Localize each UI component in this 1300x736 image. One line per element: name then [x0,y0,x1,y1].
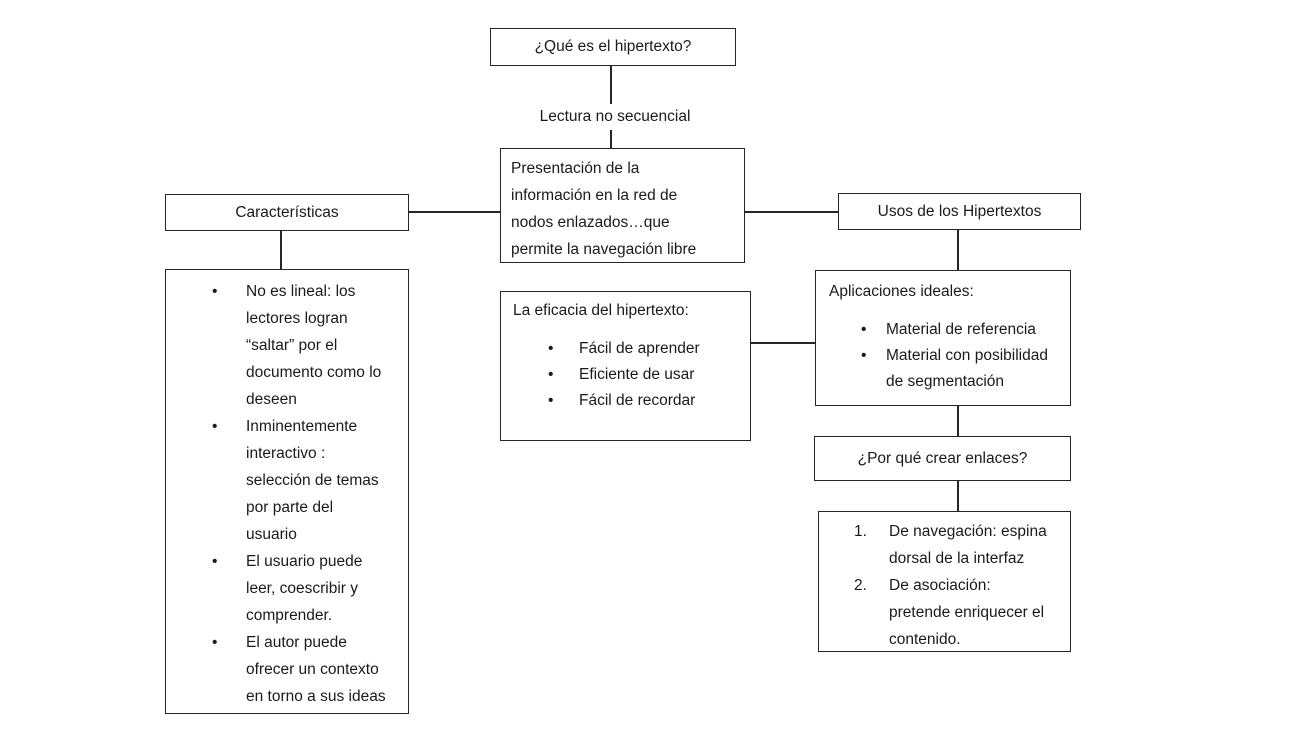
eficacia-title: La eficacia del hipertexto: [513,302,689,319]
aplicaciones-list: Material de referenciaMaterial con posib… [829,317,1062,395]
list-item: Material de referencia [859,317,1062,343]
eficacia-node: La eficacia del hipertexto: Fácil de apr… [500,291,751,441]
aplicaciones-title: Aplicaciones ideales: [829,283,974,300]
usos-label: Usos de los Hipertextos [877,202,1042,220]
list-item: De asociación: pretende enriquecer el co… [854,572,1045,648]
definition-node: Presentación de la información en la red… [500,148,745,263]
usos-node: Usos de los Hipertextos [838,193,1081,230]
aplicaciones-node: Aplicaciones ideales: Material de refere… [815,270,1071,406]
connector-label: Lectura no secuencial [532,104,698,130]
list-item: Fácil de recordar [546,388,742,414]
connector-aplicaciones-to-porque [957,406,959,436]
connector-caracteristicas-to-features [280,231,282,269]
connector-definition-to-usos [745,211,838,213]
caracteristicas-node: Características [165,194,409,231]
connector-eficacia-to-aplicaciones [751,342,815,344]
enlaces-list: De navegación: espina dorsal de la inter… [819,512,1070,653]
connector-caracteristicas-to-definition [409,211,500,213]
list-item: Eficiente de usar [546,362,742,388]
list-item: Fácil de aprender [546,336,742,362]
list-item: No es lineal: los lectores logran “salta… [210,278,396,413]
list-item: Inminentemente interactivo : selección d… [210,413,396,548]
porque-label: ¿Por qué crear enlaces? [857,449,1028,467]
list-item: El usuario puede leer, coescribir y comp… [210,548,396,629]
list-item: El autor puede ofrecer un contexto en to… [210,629,396,710]
list-item: Material con posibilidad de segmentación [859,343,1062,395]
root-question-node: ¿Qué es el hipertexto? [490,28,736,66]
features-list: No es lineal: los lectores logran “salta… [166,270,408,710]
list-item: De navegación: espina dorsal de la inter… [854,518,1047,567]
connector-usos-to-aplicaciones [957,230,959,270]
caracteristicas-label: Características [235,203,339,221]
features-list-node: No es lineal: los lectores logran “salta… [165,269,409,714]
porque-crear-enlaces-node: ¿Por qué crear enlaces? [814,436,1071,481]
connector-porque-to-enlaces [957,481,959,511]
enlaces-tipos-node: De navegación: espina dorsal de la inter… [818,511,1071,652]
eficacia-list: Fácil de aprenderEficiente de usarFácil … [513,336,742,414]
root-question-label: ¿Qué es el hipertexto? [534,38,692,55]
